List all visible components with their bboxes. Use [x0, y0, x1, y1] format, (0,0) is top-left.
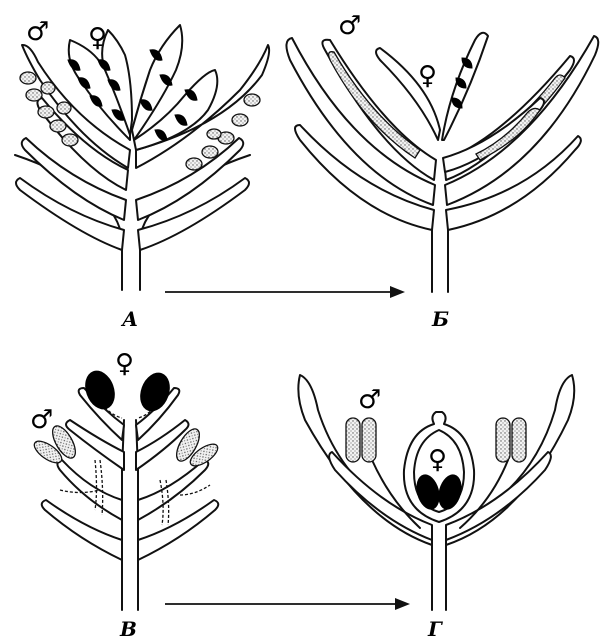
anther-d-right-2 [512, 418, 526, 462]
male-symbol-a: ♂ [26, 17, 49, 47]
female-symbol-c: ♀ [115, 349, 134, 379]
panel-label-a: А [120, 307, 138, 331]
arrow-c-to-d [165, 598, 410, 610]
male-symbol-b: ♂ [338, 11, 361, 41]
anther-d-right-1 [496, 418, 510, 462]
panel-c-strobilus: ♂ ♀ В [30, 349, 221, 638]
female-symbol-d: ♀ [428, 445, 447, 475]
panel-a-strobilus: ♂ ♀ А [15, 17, 269, 331]
panel-label-c: В [119, 617, 137, 638]
arrow-a-to-b [165, 286, 405, 298]
panel-d-flower: ♂ ♀ Г [298, 375, 574, 638]
male-symbol-d: ♂ [358, 385, 381, 415]
ovule-c-right [135, 368, 175, 415]
anther-d-left-1 [346, 418, 360, 462]
male-symbol-c: ♂ [30, 405, 53, 435]
panel-label-b: Б [431, 307, 449, 331]
ovule-c-left [80, 366, 120, 413]
female-symbol-a: ♀ [88, 23, 107, 53]
female-symbol-b: ♀ [418, 61, 437, 91]
anther-d-left-2 [362, 418, 376, 462]
panel-b-strobilus: ♂ ♀ Б [286, 11, 598, 331]
panel-label-d: Г [427, 617, 443, 638]
